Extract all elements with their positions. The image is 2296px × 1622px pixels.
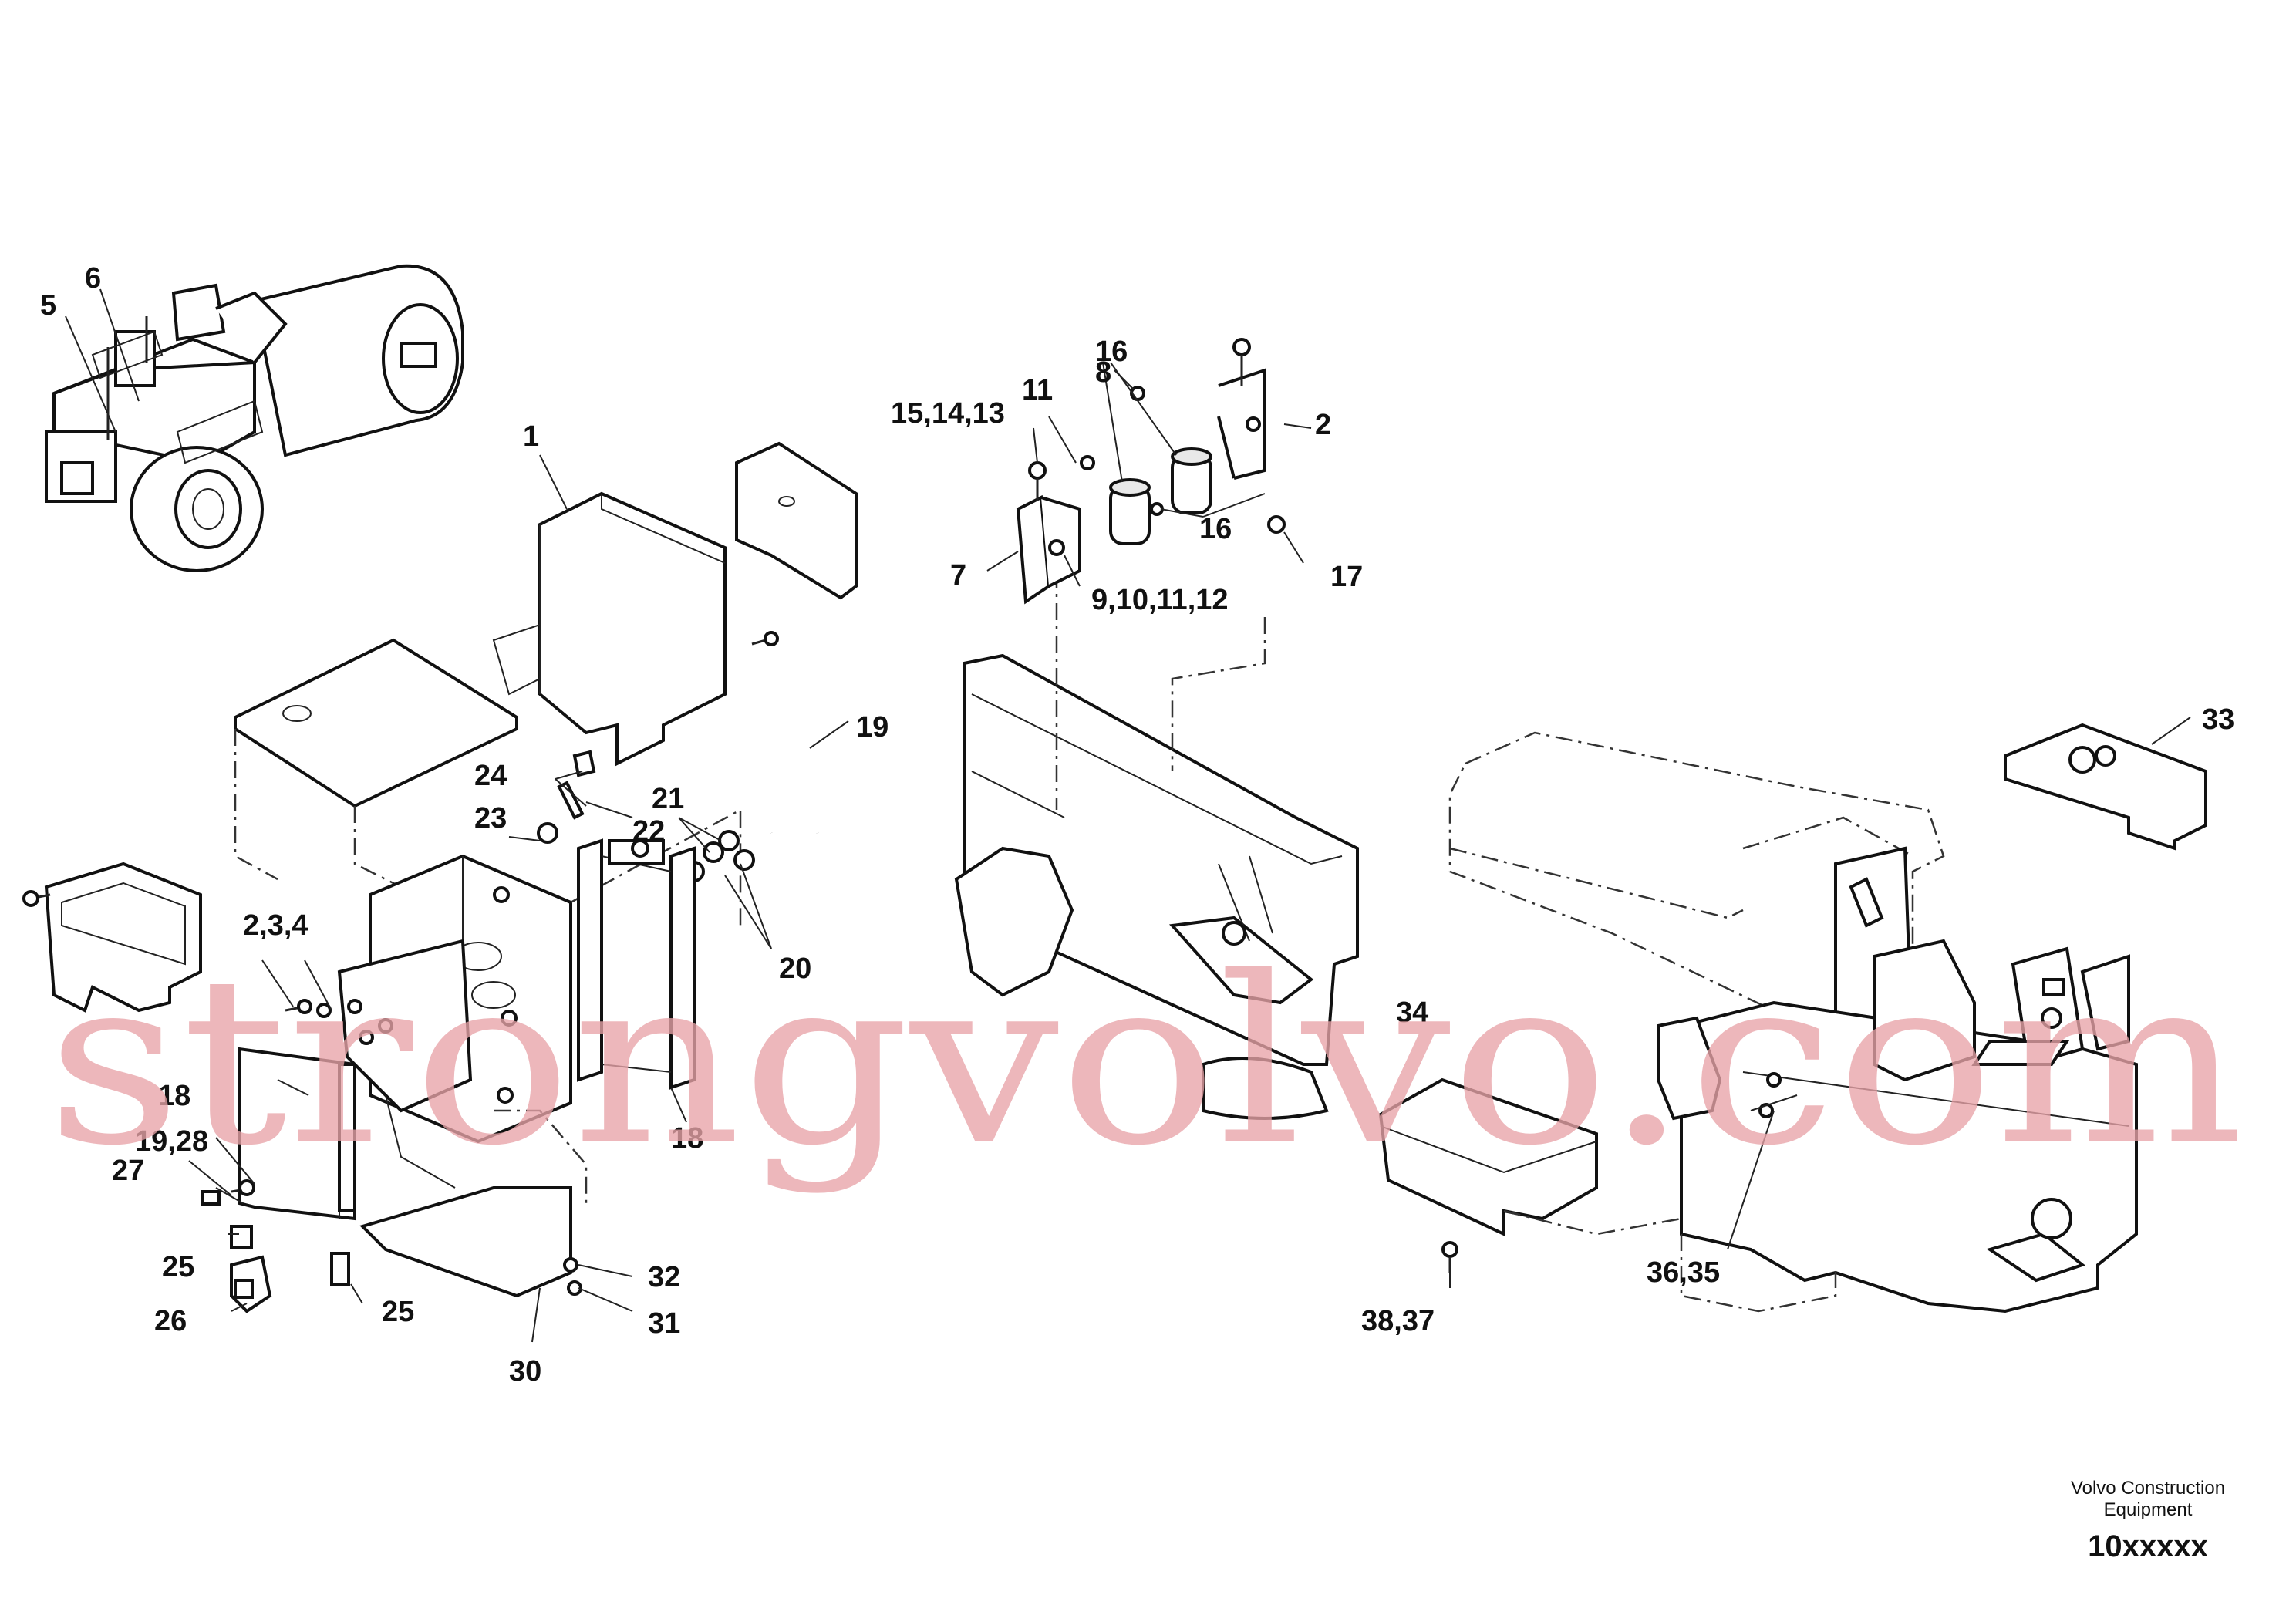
- callout-22: 22: [632, 815, 665, 848]
- callout-9-10-11-12: 9,10,11,12: [1091, 584, 1229, 616]
- diagram-code: 10xxxxx: [2088, 1529, 2208, 1563]
- callout-5: 5: [40, 289, 56, 322]
- callout-2-top: 2: [1315, 409, 1331, 441]
- callout-27: 27: [112, 1155, 144, 1187]
- callout-17: 17: [1330, 561, 1363, 593]
- callout-18-left: 18: [158, 1080, 190, 1112]
- callout-23: 23: [474, 802, 507, 835]
- callout-25-right: 25: [382, 1296, 414, 1328]
- callout-16-bottom: 16: [1199, 513, 1232, 545]
- watermark-text: strongvolvo.com: [46, 927, 2244, 1196]
- callout-21: 21: [652, 783, 684, 815]
- callout-15-14-13: 15,14,13: [891, 397, 1005, 430]
- callout-36-35: 36,35: [1647, 1256, 1720, 1289]
- callout-labels: 5 6 1 15,14,13 11 8 16 2 16 7 9,10,11,12…: [40, 262, 2234, 1388]
- callout-31: 31: [648, 1307, 680, 1340]
- callout-8: 8: [1095, 356, 1111, 389]
- callout-38-37: 38,37: [1361, 1305, 1435, 1337]
- overview-machine-illustration: [45, 264, 464, 572]
- callout-34: 34: [1396, 996, 1428, 1029]
- callout-19: 19: [856, 711, 888, 744]
- callout-20: 20: [779, 953, 811, 985]
- middle-chassis-group: [954, 338, 1359, 1120]
- callout-6: 6: [85, 262, 101, 295]
- callout-11: 11: [1022, 374, 1053, 406]
- callout-26: 26: [154, 1305, 187, 1337]
- brand-line-1: Volvo Construction: [2071, 1478, 2225, 1499]
- callout-16-top: 16: [1095, 336, 1128, 368]
- callout-25-left: 25: [162, 1251, 194, 1283]
- callout-32: 32: [648, 1261, 680, 1293]
- callout-7: 7: [950, 559, 966, 592]
- callout-19-28: 19,28: [135, 1125, 208, 1158]
- brand-line-2: Equipment: [2104, 1499, 2193, 1520]
- leader-lines: [65, 288, 2191, 1343]
- right-hood-group: [1378, 723, 2207, 1313]
- left-housing-group: [22, 441, 858, 1313]
- callout-2-3-4: 2,3,4: [243, 909, 308, 942]
- callout-24: 24: [474, 760, 507, 792]
- callout-33: 33: [2202, 703, 2234, 736]
- callout-1: 1: [523, 420, 539, 453]
- footer-brand: Volvo Construction Equipment 10xxxxx: [2071, 1478, 2225, 1563]
- callout-30: 30: [509, 1355, 541, 1388]
- callout-18-right: 18: [671, 1122, 703, 1155]
